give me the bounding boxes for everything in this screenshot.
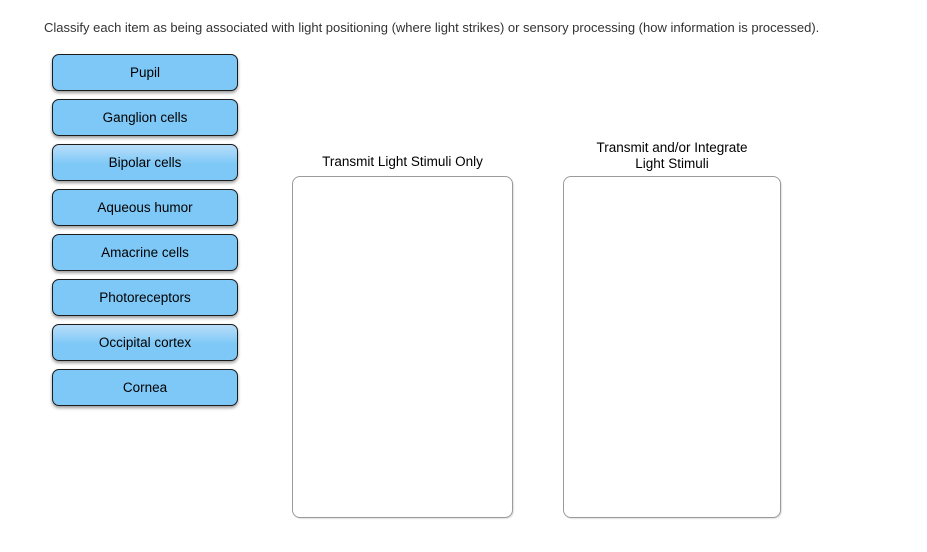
drag-item-cornea[interactable]: Cornea bbox=[52, 369, 238, 406]
drag-item-bipolar-cells[interactable]: Bipolar cells bbox=[52, 144, 238, 181]
drag-item-photoreceptors[interactable]: Photoreceptors bbox=[52, 279, 238, 316]
drag-items-list: Pupil Ganglion cells Bipolar cells Aqueo… bbox=[52, 54, 238, 414]
drag-item-ganglion-cells[interactable]: Ganglion cells bbox=[52, 99, 238, 136]
dropzone-transmit-integrate[interactable] bbox=[563, 176, 781, 518]
dropzone-transmit-only[interactable] bbox=[292, 176, 513, 518]
drag-item-aqueous-humor[interactable]: Aqueous humor bbox=[52, 189, 238, 226]
dropzone-label-transmit-integrate: Transmit and/or Integrate Light Stimuli bbox=[596, 140, 748, 171]
drag-item-occipital-cortex[interactable]: Occipital cortex bbox=[52, 324, 238, 361]
drag-item-amacrine-cells[interactable]: Amacrine cells bbox=[52, 234, 238, 271]
dropzone-label-transmit-only: Transmit Light Stimuli Only bbox=[322, 154, 483, 169]
drag-item-pupil[interactable]: Pupil bbox=[52, 54, 238, 91]
instruction-text: Classify each item as being associated w… bbox=[44, 20, 820, 35]
